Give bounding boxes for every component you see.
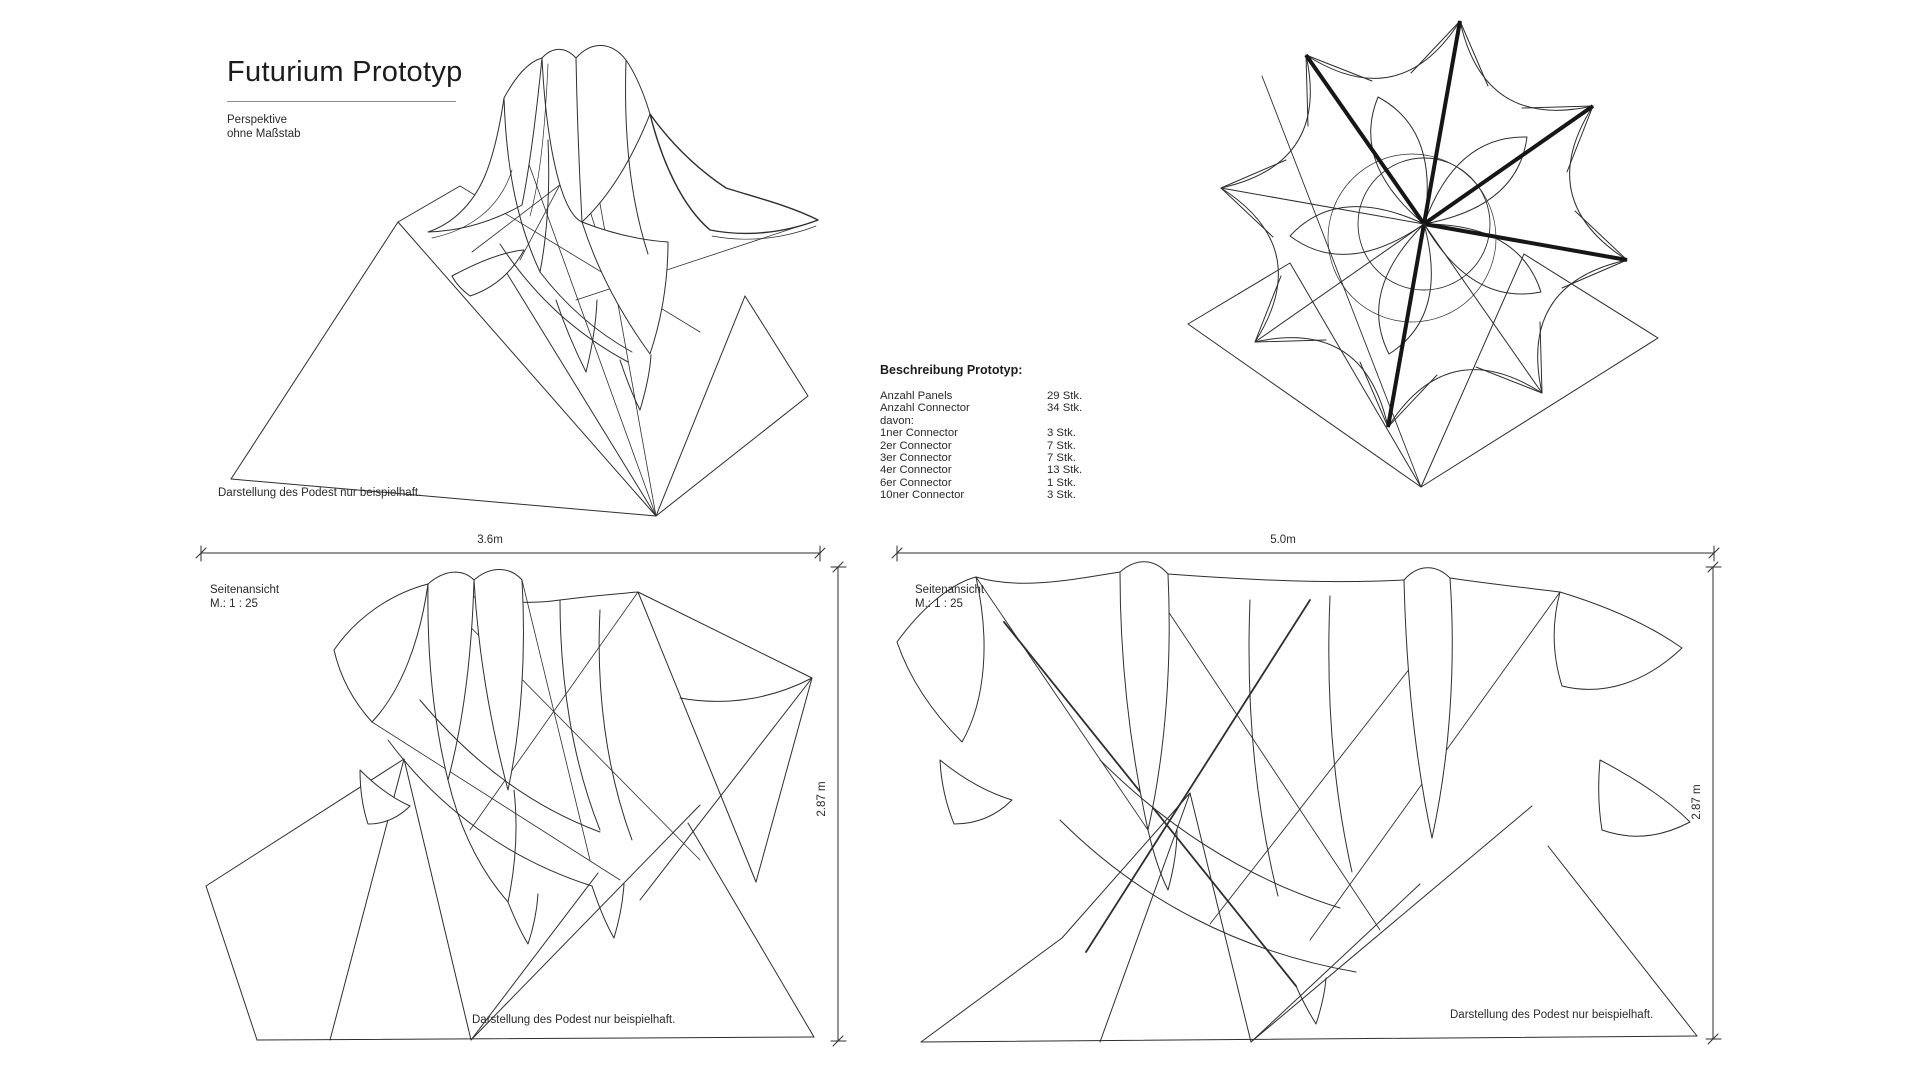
description-table: Anzahl Panels 29 Stk. Anzahl Connector 3… (880, 390, 1082, 502)
height-dimension-value-right: 2.87 m (1691, 784, 1703, 820)
row-value: 3 Stk. (1047, 427, 1076, 440)
width-dimension-value-left: 3.6m (477, 534, 503, 546)
table-row: Anzahl Panels 29 Stk. (880, 390, 1082, 402)
title-underline (227, 101, 456, 102)
side-view-right-label: Seitenansicht M.: 1 : 25 (915, 583, 984, 611)
row-label: 10ner Connector (880, 489, 965, 502)
row-value: 29 Stk. (1047, 390, 1083, 402)
perspective-caption: Darstellung des Podest nur beispielhaft. (218, 487, 422, 499)
table-row: 6er Connector 1 Stk. (880, 477, 1082, 489)
page-title: Futurium Prototyp (227, 56, 463, 88)
row-value: 34 Stk. (1047, 402, 1083, 415)
row-label: Anzahl Connector (880, 402, 970, 415)
table-row: Anzahl Connector 34 Stk. (880, 402, 1082, 414)
view-label-line2: ohne Maßstab (227, 128, 301, 140)
table-row: 10ner Connector 3 Stk. (880, 489, 1082, 501)
dimension-lines (195, 545, 1722, 1047)
side-view-left-caption: Darstellung des Podest nur beispielhaft. (472, 1014, 676, 1026)
row-label: 3er Connector (880, 452, 952, 465)
table-row: 3er Connector 7 Stk. (880, 452, 1082, 464)
table-row: 4er Connector 13 Stk. (880, 464, 1082, 476)
row-label: davon: (880, 414, 914, 427)
description-heading: Beschreibung Prototyp: (880, 363, 1023, 377)
side-view-left-label: Seitenansicht M.: 1 : 25 (210, 583, 279, 611)
row-label: 6er Connector (880, 476, 952, 489)
row-label: Anzahl Panels (880, 390, 953, 402)
table-row: davon: (880, 415, 1082, 427)
height-dimension-left (830, 561, 847, 1047)
row-label: 4er Connector (880, 464, 952, 477)
row-value: 1 Stk. (1047, 476, 1076, 489)
view-label-line1: Perspektive (227, 114, 288, 126)
width-dimension-right (891, 545, 1720, 562)
table-row: 1ner Connector 3 Stk. (880, 427, 1082, 439)
view-label-line2: M.: 1 : 25 (915, 598, 963, 610)
side-view-right-caption: Darstellung des Podest nur beispielhaft. (1450, 1009, 1654, 1021)
width-dimension-left (195, 545, 826, 562)
row-value: 13 Stk. (1047, 464, 1083, 477)
top-view-drawing (1187, 20, 1659, 488)
view-label-line2: M.: 1 : 25 (210, 598, 258, 610)
view-label-line1: Seitenansicht (210, 584, 280, 596)
height-dimension-right (1705, 561, 1722, 1045)
row-label: 2er Connector (880, 439, 952, 452)
height-dimension-value-left: 2.87 m (816, 781, 828, 817)
perspective-view-drawing (230, 45, 819, 517)
width-dimension-value-right: 5.0m (1270, 534, 1296, 546)
view-label-line1: Seitenansicht (915, 584, 985, 596)
side-view-right-drawing (896, 561, 1698, 1043)
perspective-view-label: Perspektive ohne Maßstab (227, 113, 301, 141)
side-view-left-drawing (205, 569, 815, 1041)
row-value: 7 Stk. (1047, 439, 1076, 452)
row-label: 1ner Connector (880, 427, 958, 440)
row-value: 7 Stk. (1047, 452, 1076, 465)
row-value: 3 Stk. (1047, 489, 1076, 502)
table-row: 2er Connector 7 Stk. (880, 440, 1082, 452)
